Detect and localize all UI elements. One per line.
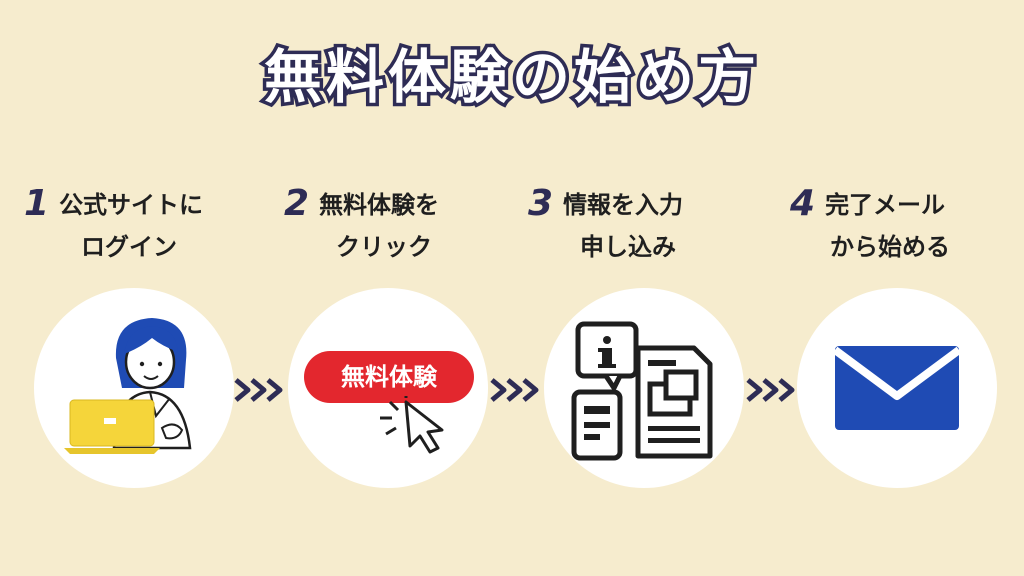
page-title: 無料体験の始め方 — [260, 40, 760, 115]
info-form-icon — [571, 321, 713, 461]
step-2-line1: 無料体験を — [319, 191, 440, 219]
step-3-illustration — [544, 288, 744, 488]
step-2-line2: クリック — [336, 233, 432, 261]
step-4-label: 4 完了メール から始める — [790, 183, 990, 273]
trial-button-image: 無料体験 — [304, 351, 474, 403]
mail-icon — [832, 346, 962, 430]
arrows-icon — [490, 378, 539, 402]
step-3-label: 3 情報を入力 申し込み — [528, 183, 728, 273]
step-4-line2: から始める — [830, 233, 950, 261]
step-3-number: 3 — [528, 183, 554, 224]
step-3-line2: 申し込み — [580, 233, 676, 261]
step-1-illustration — [34, 288, 234, 488]
step-1-line1: 公式サイトに — [59, 191, 204, 219]
person-laptop-icon — [64, 318, 192, 454]
arrows-icon — [746, 378, 795, 402]
step-1-line2: ログイン — [81, 233, 177, 261]
arrows-icon — [234, 378, 283, 402]
step-4-illustration — [797, 288, 997, 488]
step-2-label: 2 無料体験を クリック — [284, 183, 484, 273]
cursor-click-icon — [380, 396, 444, 454]
step-3-line1: 情報を入力 — [563, 191, 684, 219]
step-4-number: 4 — [790, 183, 816, 224]
step-1-number: 1 — [24, 183, 50, 224]
step-1-label: 1 公式サイトに ログイン — [24, 183, 234, 273]
step-2-number: 2 — [284, 183, 310, 224]
step-4-line1: 完了メール — [825, 191, 946, 219]
